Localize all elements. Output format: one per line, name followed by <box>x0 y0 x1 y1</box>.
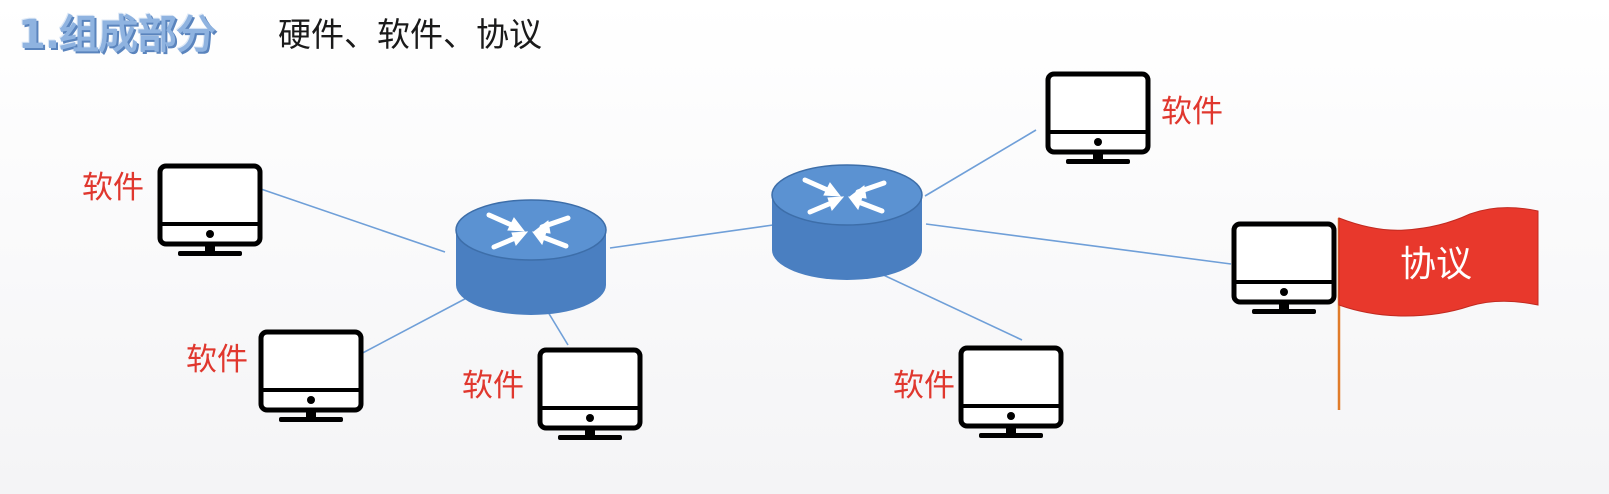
software-label-1: 软件 <box>82 170 144 206</box>
software-label-2: 软件 <box>186 342 248 378</box>
protocol-flag-label: 协议 <box>1400 244 1472 285</box>
link-pc3-router1 <box>547 311 569 346</box>
link-pc1-router1 <box>257 187 446 253</box>
computer-6 <box>961 348 1061 438</box>
computer-1 <box>160 166 260 256</box>
router-1 <box>456 200 606 315</box>
link-router2-pc4 <box>924 129 1037 197</box>
software-label-4: 软件 <box>1161 94 1223 130</box>
link-router1-router2 <box>609 224 774 249</box>
computer-3 <box>540 350 640 440</box>
software-label-5: 软件 <box>893 368 955 404</box>
link-router2-pc6 <box>859 263 1023 341</box>
flag-cloth <box>1338 207 1539 317</box>
software-label-3: 软件 <box>462 368 524 404</box>
page-subtitle: 硬件、软件、协议 <box>278 15 542 54</box>
computer-2 <box>261 332 361 422</box>
router-2 <box>772 165 922 280</box>
link-pc2-router1 <box>354 291 479 358</box>
computer-5 <box>1234 224 1334 314</box>
network-links <box>257 129 1232 358</box>
computer-4 <box>1048 74 1148 164</box>
page-title: 1.组成部分 <box>18 12 216 58</box>
protocol-flag: 协议 <box>1337 207 1539 410</box>
link-router2-pc5 <box>925 223 1232 265</box>
